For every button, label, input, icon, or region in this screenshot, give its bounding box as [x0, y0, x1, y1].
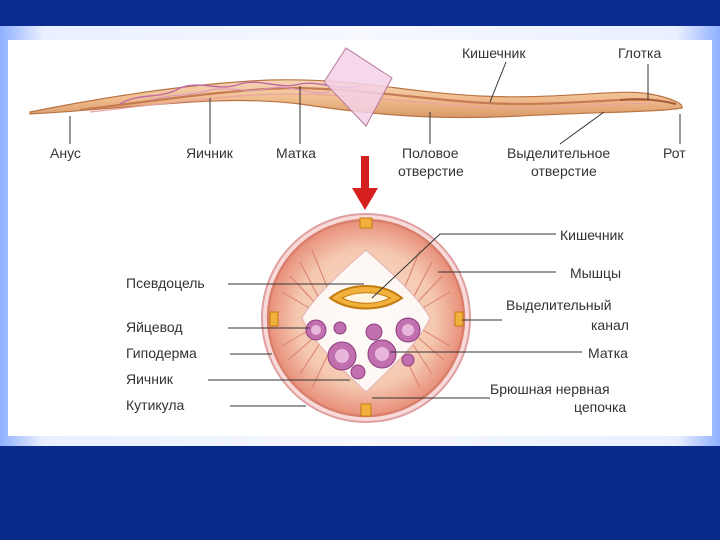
- label-nerve-cord-2: цепочка: [574, 399, 626, 415]
- label-pharynx: Глотка: [618, 45, 661, 61]
- label-anus: Анус: [50, 145, 81, 161]
- section-plane: [323, 47, 393, 127]
- label-hypodermis: Гиподерма: [126, 345, 197, 361]
- worm-reproductive-coils-2: [149, 86, 331, 101]
- label-excretory-opening-2: отверстие: [531, 163, 597, 179]
- muscle-fibers: [281, 249, 451, 389]
- label-excretory-canal-2: канал: [591, 317, 629, 333]
- label-pseudocoel: Псевдоцель: [126, 275, 205, 291]
- label-muscles: Мышцы: [570, 265, 621, 281]
- label-intestine-top: Кишечник: [462, 45, 526, 61]
- worm-reproductive-coils: [119, 81, 361, 105]
- label-genital-opening-2: отверстие: [398, 163, 464, 179]
- longitudinal-leaders: [69, 61, 681, 145]
- label-uterus-top: Матка: [276, 145, 316, 161]
- worm-intestine-line: [79, 86, 651, 112]
- label-uterus-section: Матка: [588, 345, 628, 361]
- label-mouth: Рот: [663, 145, 686, 161]
- worm-cross-section: [261, 213, 471, 423]
- worm-intestine-line-2: [89, 93, 651, 113]
- label-excretory-opening-1: Выделительное: [507, 145, 610, 161]
- worm-longitudinal: [29, 47, 683, 145]
- label-ovary-top: Яичник: [186, 145, 234, 161]
- label-genital-opening-1: Половое: [402, 145, 459, 161]
- label-oviduct: Яйцевод: [126, 319, 183, 335]
- cross-section-leaders: [208, 233, 582, 407]
- label-nerve-cord-1: Брюшная нервная: [490, 381, 610, 397]
- label-ovary-section: Яичник: [126, 371, 174, 387]
- worm-pharynx: [619, 98, 677, 105]
- label-intestine-section: Кишечник: [560, 227, 624, 243]
- down-arrow-icon: [352, 156, 378, 210]
- label-cuticle: Кутикула: [126, 397, 185, 413]
- reproductive-dots: [311, 324, 414, 363]
- label-excretory-canal-1: Выделительный: [506, 297, 612, 313]
